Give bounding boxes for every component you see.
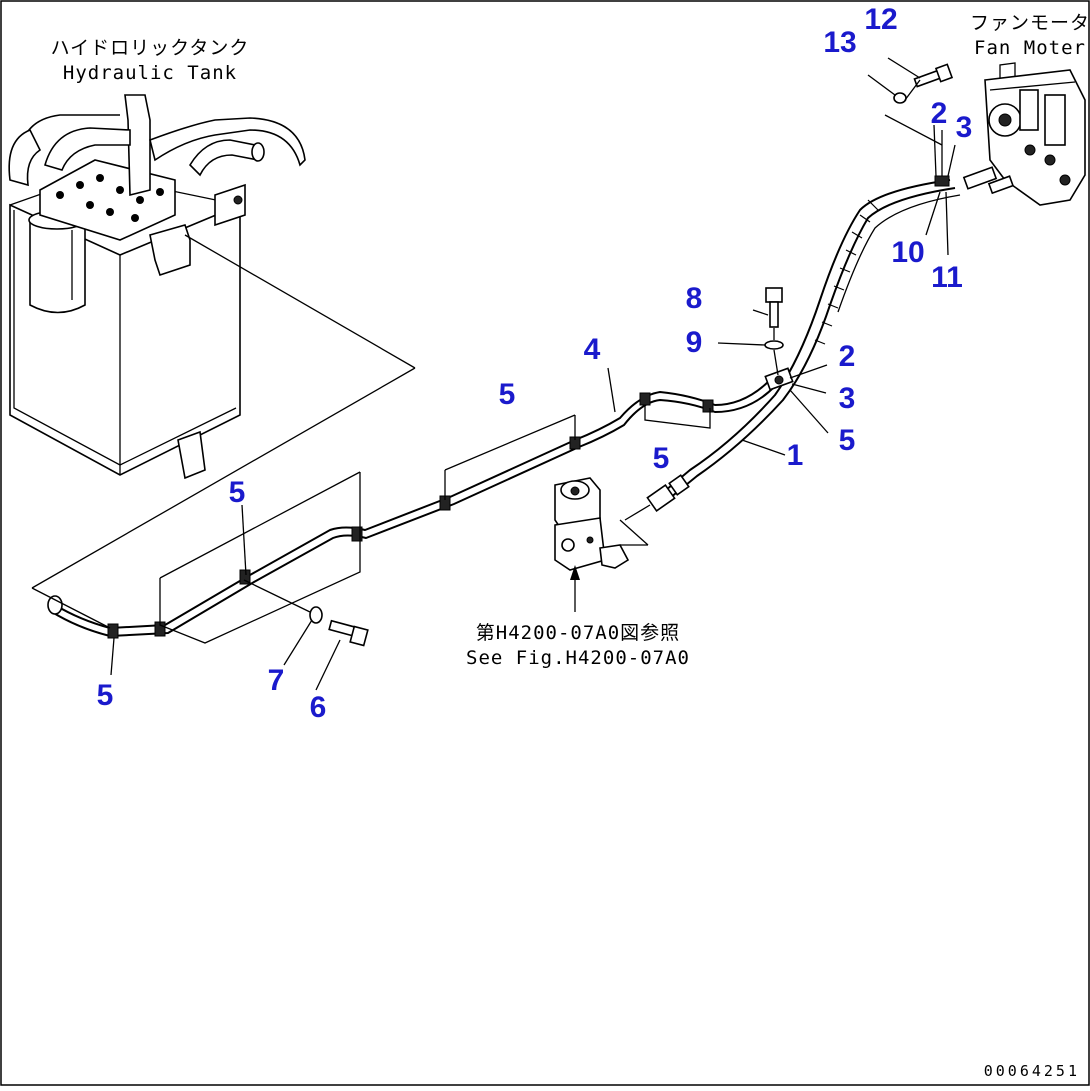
reference-caption-jp: 第H4200-07A0図参照 [476,622,680,644]
bolt-8 [765,287,783,328]
washer-7 [309,606,323,624]
washer-9 [764,340,784,350]
washer-13 [893,92,907,104]
callout-5-right: 5 [653,442,670,475]
callout-9: 9 [686,326,703,359]
motor-clamp [934,130,950,187]
callout-7: 7 [268,664,285,697]
return-hoses [646,166,1015,512]
fan-motor [984,62,1086,206]
motor-caption-en: Fan Moter [974,37,1086,59]
callout-5-left: 5 [229,476,246,509]
callout-13: 13 [823,26,856,59]
tank-caption-jp: ハイドロリックタンク [51,37,250,59]
hydraulic-tank [8,94,306,480]
drawing-number: 00064251 [984,1062,1080,1080]
callout-labels: 1 2 3 5 4 5 5 5 5 6 7 8 9 10 11 12 13 2 … [97,3,973,724]
tube-assembly [47,367,794,639]
callout-5-clamp: 5 [839,424,856,457]
callout-3-motor: 3 [956,111,973,144]
callout-2-motor: 2 [931,97,948,130]
callout-10: 10 [891,236,924,269]
callout-11: 11 [931,261,963,294]
callout-1: 1 [787,439,804,472]
valve-block [554,477,648,612]
callout-3-clamp: 3 [839,382,856,415]
callout-5-mid: 5 [499,378,516,411]
callout-2-clamp: 2 [839,340,856,373]
callout-6: 6 [310,691,327,724]
callout-12: 12 [864,3,897,36]
tank-caption-en: Hydraulic Tank [63,62,237,84]
callout-5-far-left: 5 [97,679,114,712]
bolt-6 [328,619,369,647]
leader-lines [31,57,956,691]
callout-4: 4 [584,333,601,366]
callout-8: 8 [686,282,703,315]
reference-caption-en: See Fig.H4200-07A0 [466,647,690,669]
motor-caption-jp: ファンモータ [970,12,1090,34]
bolt-12 [913,63,954,88]
